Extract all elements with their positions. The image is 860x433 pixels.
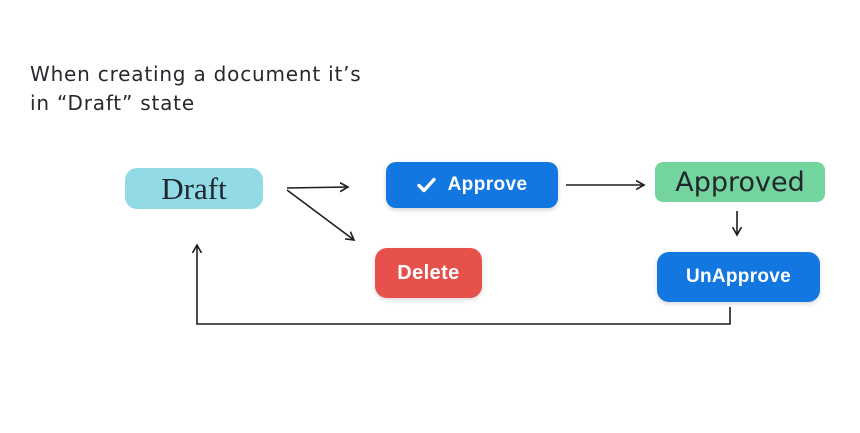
approve-button[interactable]: Approve bbox=[386, 162, 558, 208]
arrow-draft-to-approve bbox=[286, 187, 348, 188]
state-draft: Draft bbox=[125, 168, 263, 209]
delete-button-label: Delete bbox=[397, 261, 460, 284]
arrow-draft-to-delete bbox=[286, 189, 354, 240]
approve-button-label: Approve bbox=[447, 174, 528, 195]
caption-line-2: in “Draft” state bbox=[30, 91, 195, 115]
caption-line-1: When creating a document it’s bbox=[30, 62, 362, 86]
state-approved-label: Approved bbox=[675, 166, 805, 198]
state-approved: Approved bbox=[655, 162, 825, 202]
state-draft-label: Draft bbox=[161, 170, 227, 206]
caption-text: When creating a document it’s in “Draft”… bbox=[30, 60, 362, 118]
unapprove-button-label: UnApprove bbox=[685, 266, 792, 287]
unapprove-button[interactable]: UnApprove bbox=[657, 252, 820, 302]
checkmark-icon bbox=[416, 177, 436, 193]
delete-button[interactable]: Delete bbox=[375, 248, 482, 298]
